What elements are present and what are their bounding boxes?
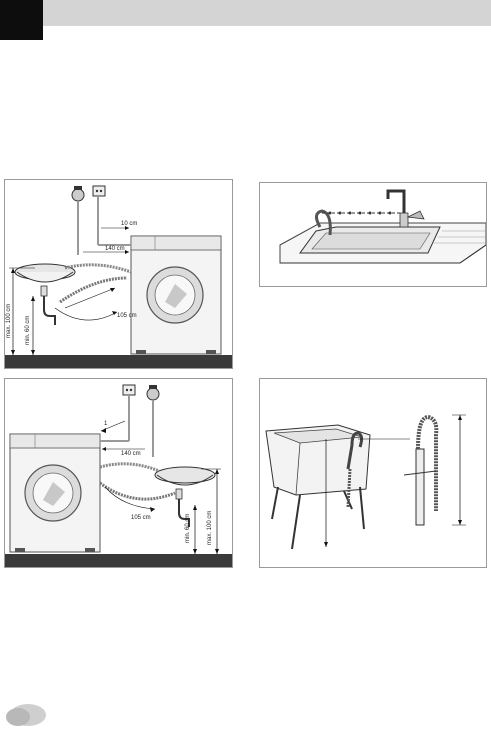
dim-hose-label: 105 cm	[117, 313, 137, 319]
figure-sink-drain-right-washer: 10 cm 140 cm 105 cm max. 100 cm min. 60 …	[4, 179, 233, 369]
page-number-badge-shape	[6, 704, 46, 726]
figure-sink-drain-left-washer: 1 140 cm 105 cm min. 60 cm max. 100 cm	[4, 378, 233, 568]
figure-sink-drain-right-washer-drawing	[5, 185, 232, 368]
dim-height-min-label: min. 60 cm	[185, 513, 191, 543]
header-tab	[0, 0, 43, 40]
figure-hose-on-kitchen-sink	[259, 182, 487, 287]
figure-laundry-tub-and-standpipe	[259, 378, 487, 568]
figure-hose-on-kitchen-sink-drawing	[279, 189, 486, 264]
header-bar	[0, 0, 491, 26]
dim-hose-label: 105 cm	[131, 515, 151, 521]
figure-sink-drain-left-washer-drawing	[5, 384, 232, 567]
dim-height-max-label: max. 100 cm	[6, 303, 12, 338]
dim-mid-label: 140 cm	[121, 451, 141, 457]
dim-top-label: 1	[104, 421, 108, 427]
dim-top-label: 10 cm	[121, 221, 138, 227]
dim-height-max-label: max. 100 cm	[207, 510, 213, 545]
dim-height-min-label: min. 60 cm	[25, 315, 31, 345]
dim-mid-label: 140 cm	[105, 246, 125, 252]
figure-laundry-tub-and-standpipe-drawing	[265, 414, 466, 550]
page-number-badge	[4, 703, 46, 727]
